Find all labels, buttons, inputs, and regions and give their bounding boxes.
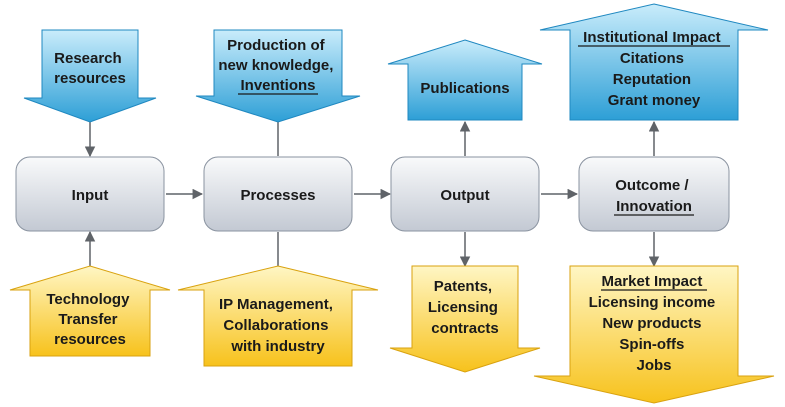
patents-arrow [389,265,541,373]
outcome-label: Outcome / Innovation [615,177,693,215]
output-label: Output [440,187,489,204]
input-box [15,156,165,232]
research-resources-text: Research resources [54,50,126,87]
technology-transfer-text: Technology Transfer resources [46,291,133,348]
research-resources-arrow [23,29,157,123]
output-box [390,156,540,232]
publications-arrow [387,39,543,121]
processes-box [203,156,353,232]
institutional-impact-arrow [539,3,769,121]
connectors [84,120,660,268]
market-impact-text: Market Impact Licensing income New produ… [589,273,720,374]
processes-label: Processes [240,187,315,204]
technology-transfer-arrow [9,265,171,357]
patents-text: Patents, Licensing contracts [428,278,502,337]
production-knowledge-text: Production of new knowledge, Inventions [218,37,337,94]
outcome-box [578,156,730,232]
production-knowledge-arrow [195,29,361,123]
ip-management-text: IP Management, Collaborations with indus… [219,296,337,355]
ip-management-arrow [177,265,379,367]
input-label: Input [72,187,109,204]
market-impact-arrow [533,265,775,404]
publications-text: Publications [420,80,509,97]
institutional-impact-text: Institutional Impact Citations Reputatio… [583,29,725,109]
